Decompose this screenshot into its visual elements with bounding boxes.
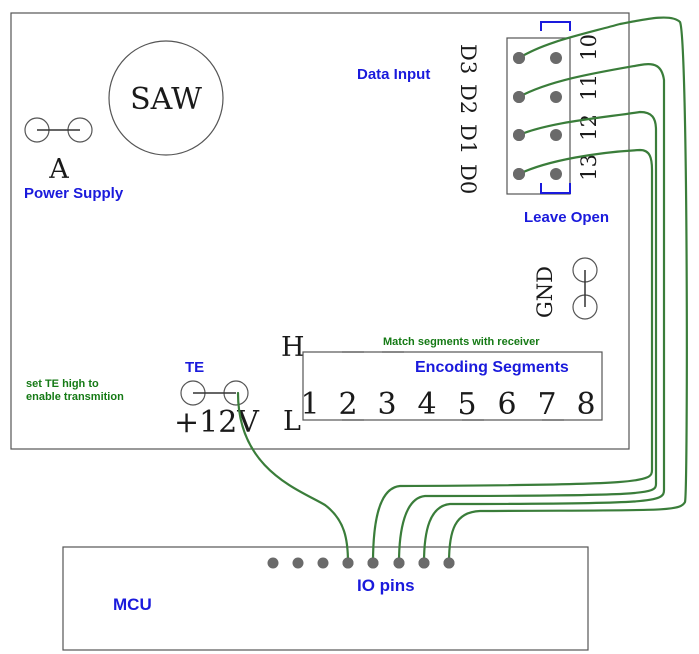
wire-d2 <box>422 63 666 565</box>
leave-open-label: Leave Open <box>524 209 609 226</box>
segment-2: 2 <box>338 387 357 422</box>
pin-label-d1: D1 <box>456 124 480 154</box>
segment-8: 8 <box>576 387 595 422</box>
mcu-box <box>62 546 589 651</box>
top-bracket <box>540 21 571 31</box>
segment-numbers: 1 2 3 4 5 6 7 8 <box>300 387 595 422</box>
wire-d0 <box>371 148 654 565</box>
data-header <box>506 37 571 195</box>
pin-number-11: 11 <box>577 74 601 101</box>
te-note-line2: enable transmition <box>26 391 124 403</box>
low-label: L <box>283 406 301 437</box>
power-jumper <box>24 117 93 143</box>
gnd-jumper <box>572 257 598 320</box>
pin-label-d2: D2 <box>456 84 480 114</box>
io-pins-label: IO pins <box>357 576 415 595</box>
pin-label-d0: D0 <box>456 164 480 194</box>
te-jumper <box>180 380 249 406</box>
high-label: H <box>281 332 305 363</box>
data-input-label: Data Input <box>357 66 430 83</box>
pin-number-13: 13 <box>577 154 601 181</box>
encoding-segments-box <box>302 351 603 421</box>
match-note: Match segments with receiver <box>383 336 540 348</box>
te-note-line1: set TE high to <box>26 378 99 390</box>
segment-3: 3 <box>377 387 396 422</box>
segment-5: 5 <box>457 387 476 422</box>
saw-label: SAW <box>130 82 202 117</box>
power-jumper-label: A <box>48 154 69 185</box>
segment-7: 7 <box>537 387 556 422</box>
wire-d1 <box>397 110 658 565</box>
gnd-label: GND <box>533 266 557 318</box>
mcu-label: MCU <box>113 595 152 614</box>
bottom-bracket <box>540 183 571 194</box>
segment-ticks <box>342 351 564 421</box>
te-label: TE <box>185 359 204 376</box>
transmitter-board <box>10 12 630 450</box>
pin-label-d3: D3 <box>456 44 480 74</box>
segment-6: 6 <box>497 387 516 422</box>
segment-4: 4 <box>417 387 436 422</box>
header-pin-tops <box>342 52 525 569</box>
power-supply-label: Power Supply <box>24 185 124 202</box>
saw-resonator <box>108 40 224 156</box>
pin-number-10: 10 <box>577 34 601 61</box>
supply-label: +12V <box>174 405 260 440</box>
wire-te <box>236 391 350 565</box>
wires <box>236 16 688 565</box>
wire-d3 <box>447 16 688 565</box>
encoding-segments-label: Encoding Segments <box>415 359 569 376</box>
segment-1: 1 <box>300 387 319 422</box>
